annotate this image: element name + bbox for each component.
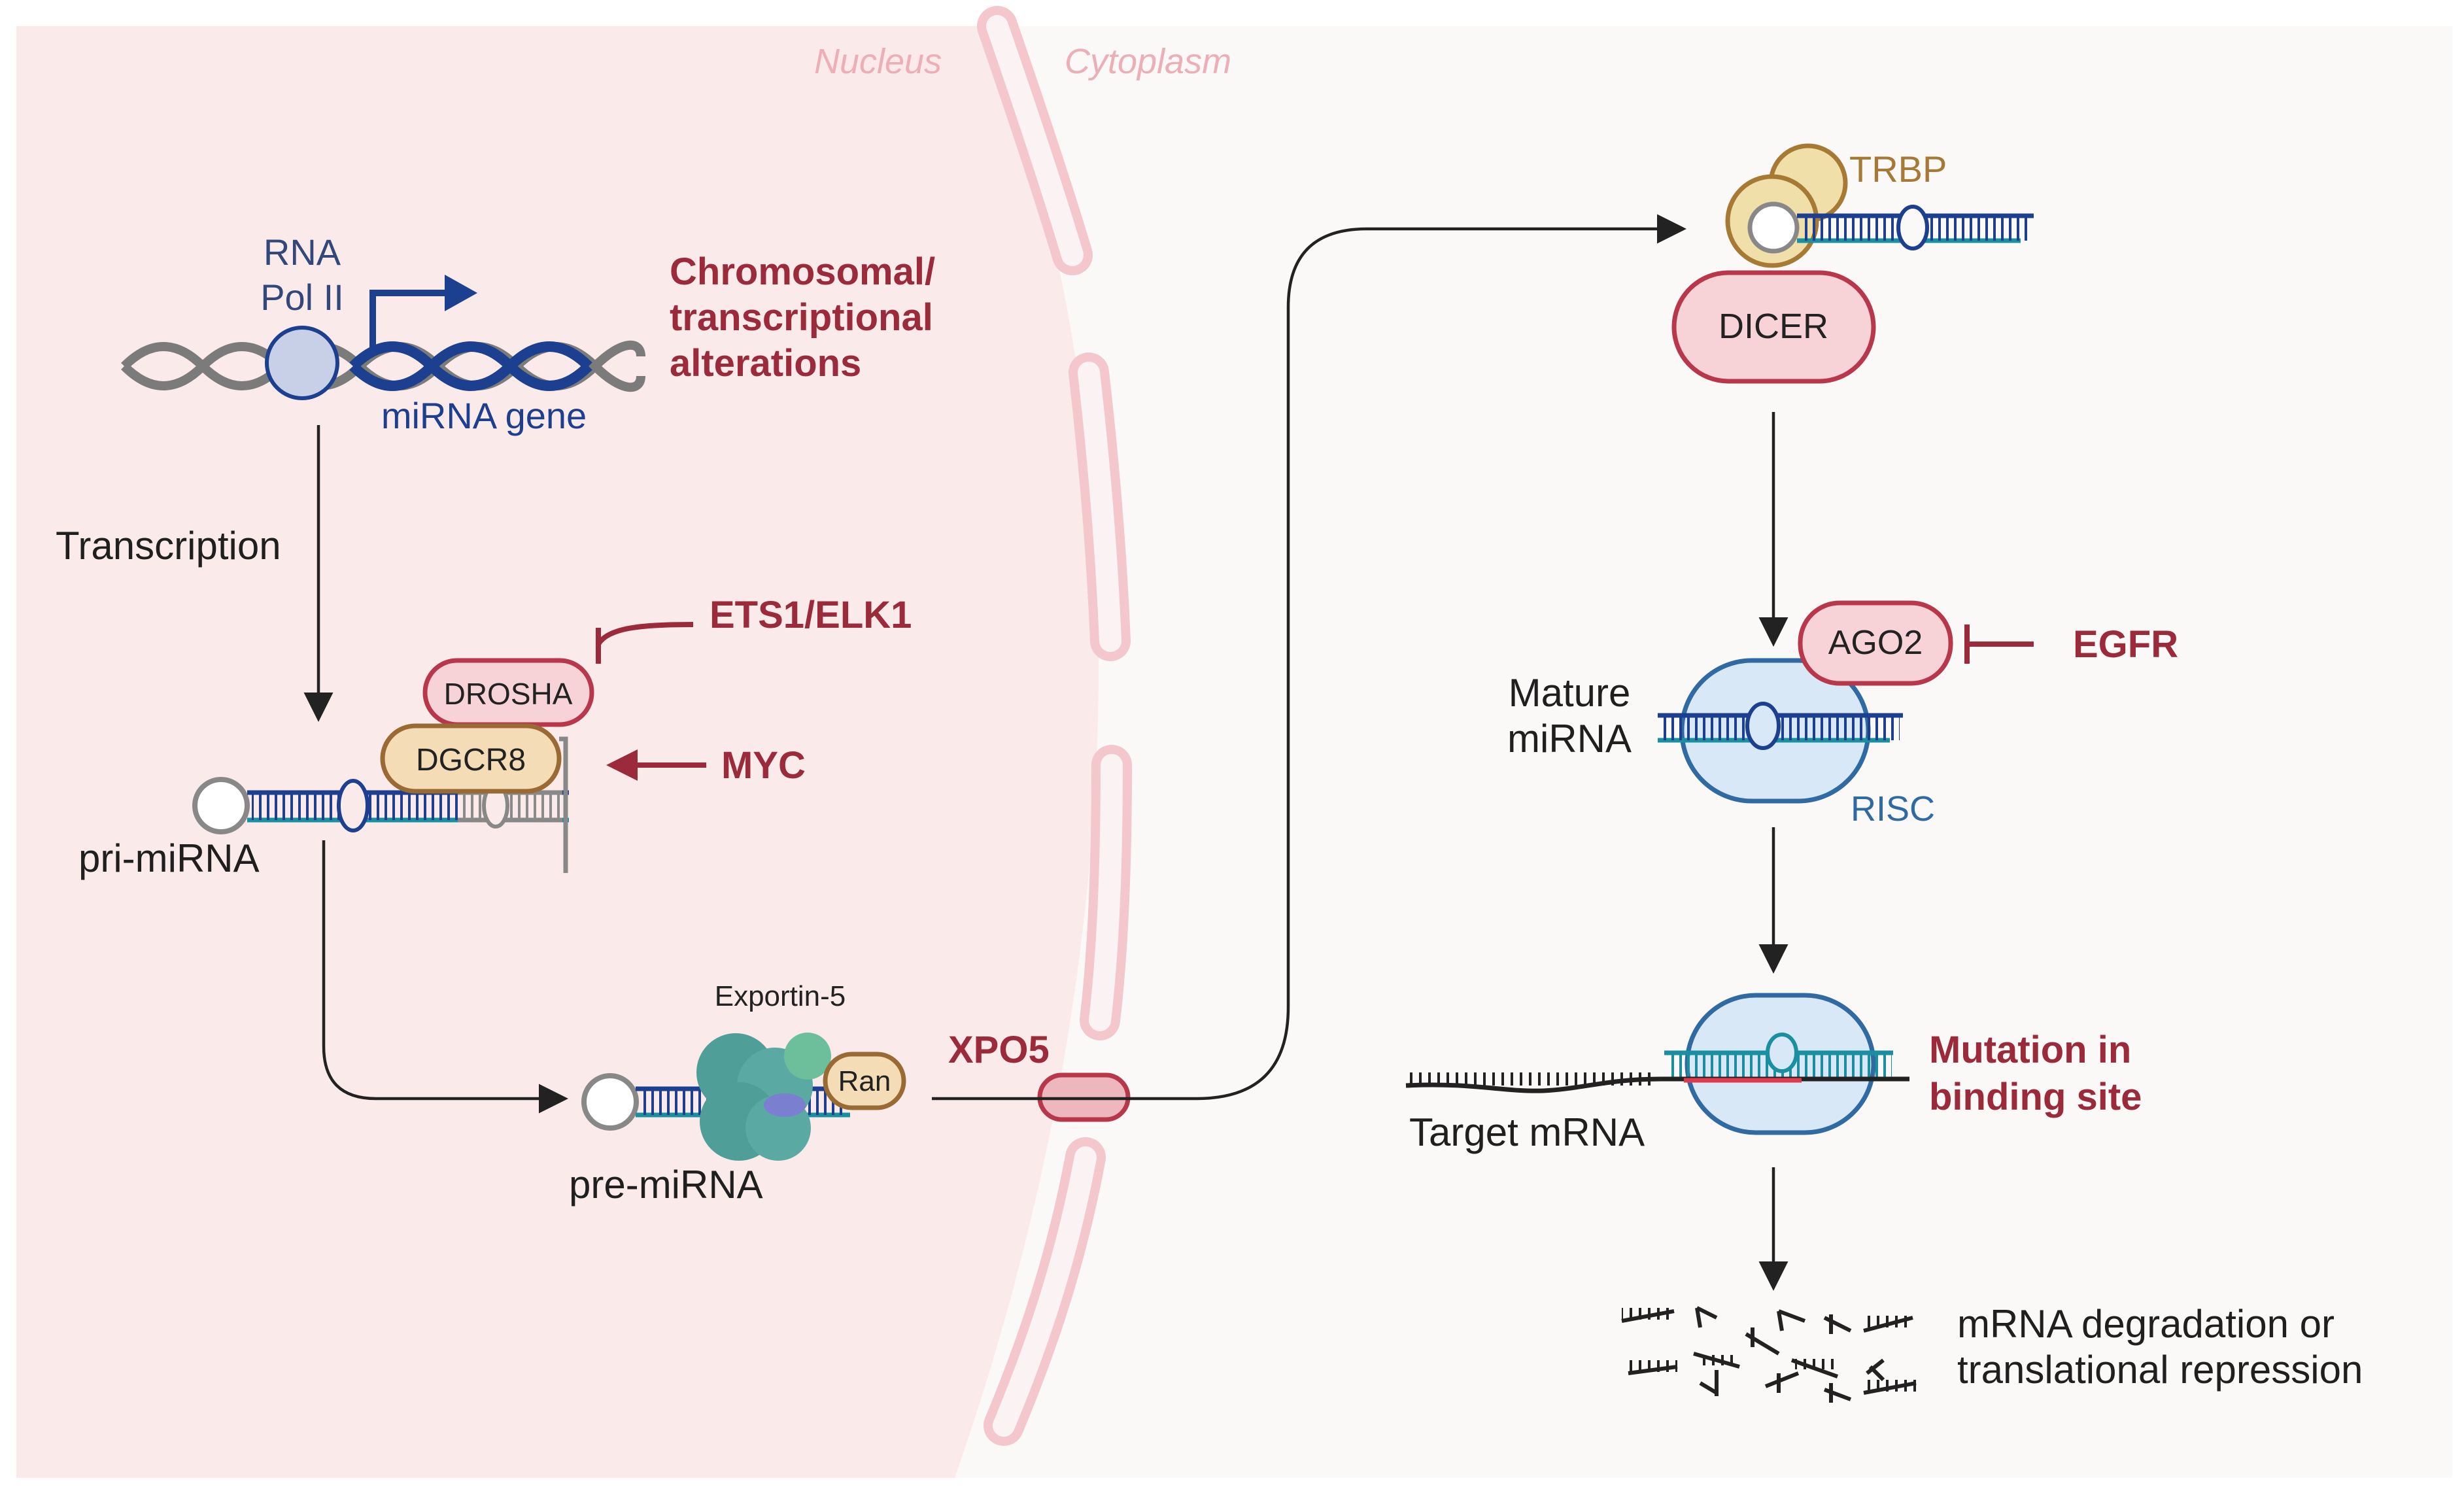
pri-mirna-hairpin — [192, 736, 569, 873]
target-mrna-label: Target mRNA — [1409, 1110, 1645, 1154]
nucleus-label: Nucleus — [814, 42, 942, 81]
mirna-gene-label: miRNA gene — [381, 395, 587, 436]
dicer-label: DICER — [1719, 307, 1828, 346]
pre-mirna-label: pre-miRNA — [569, 1163, 763, 1207]
outcome-label-1: mRNA degradation or — [1957, 1302, 2335, 1346]
chromosomal-label-2: transcriptional — [670, 296, 933, 339]
exportin-label: Exportin-5 — [715, 980, 846, 1012]
mutation-label-2: binding site — [1929, 1076, 2142, 1118]
processing-arrow — [322, 840, 568, 1114]
pri-mirna-label: pri-miRNA — [78, 836, 260, 880]
myc-label: MYC — [721, 744, 806, 787]
ran-label: Ran — [838, 1065, 891, 1097]
transcription-start-arrow — [369, 290, 451, 353]
drosha-label: DROSHA — [444, 677, 573, 711]
dgcr8 — [380, 723, 562, 794]
dicer — [1671, 270, 1876, 384]
transcription-label: Transcription — [56, 524, 281, 568]
dicer-substrate-duplex — [1747, 201, 2034, 254]
exportin-5 — [696, 1033, 831, 1161]
nuclear-envelope-inner — [986, 15, 1123, 1437]
ago2 — [1798, 600, 1953, 686]
cytoplasm-label: Cytoplasm — [1065, 42, 1231, 81]
mature-label-1: Mature — [1509, 671, 1631, 715]
ets1-label: ETS1/ELK1 — [710, 594, 912, 636]
export-arrow — [932, 214, 1686, 1101]
mature-label-2: miRNA — [1507, 717, 1632, 761]
outcome-label-2: translational repression — [1957, 1348, 2363, 1392]
rna-pol-label-2: Pol II — [260, 277, 344, 318]
risc-label: RISC — [1851, 789, 1935, 829]
mature-mirna-duplex — [1658, 702, 1903, 750]
ets1-inhibition — [596, 622, 694, 646]
ago2-label: AGO2 — [1828, 624, 1923, 662]
mutation-label-1: Mutation in — [1929, 1029, 2131, 1071]
egfr-label: EGFR — [2073, 623, 2178, 666]
dna-helix — [121, 340, 645, 392]
transcription-start-arrowhead — [445, 275, 477, 311]
trbp-label: TRBP — [1849, 148, 1947, 190]
target-mrna-bases — [1406, 1072, 1654, 1086]
xpo5-label: XPO5 — [948, 1029, 1050, 1071]
dgcr8-label: DGCR8 — [416, 743, 526, 778]
bound-duplex — [1664, 1033, 1893, 1083]
rna-pol-label-1: RNA — [264, 231, 341, 273]
chromosomal-label-1: Chromosomal/ — [670, 250, 935, 293]
chromosomal-label-3: alterations — [670, 342, 861, 385]
rna-pol-ii — [265, 326, 339, 400]
mrna-fragments — [1621, 1306, 1917, 1403]
ran — [823, 1052, 906, 1110]
